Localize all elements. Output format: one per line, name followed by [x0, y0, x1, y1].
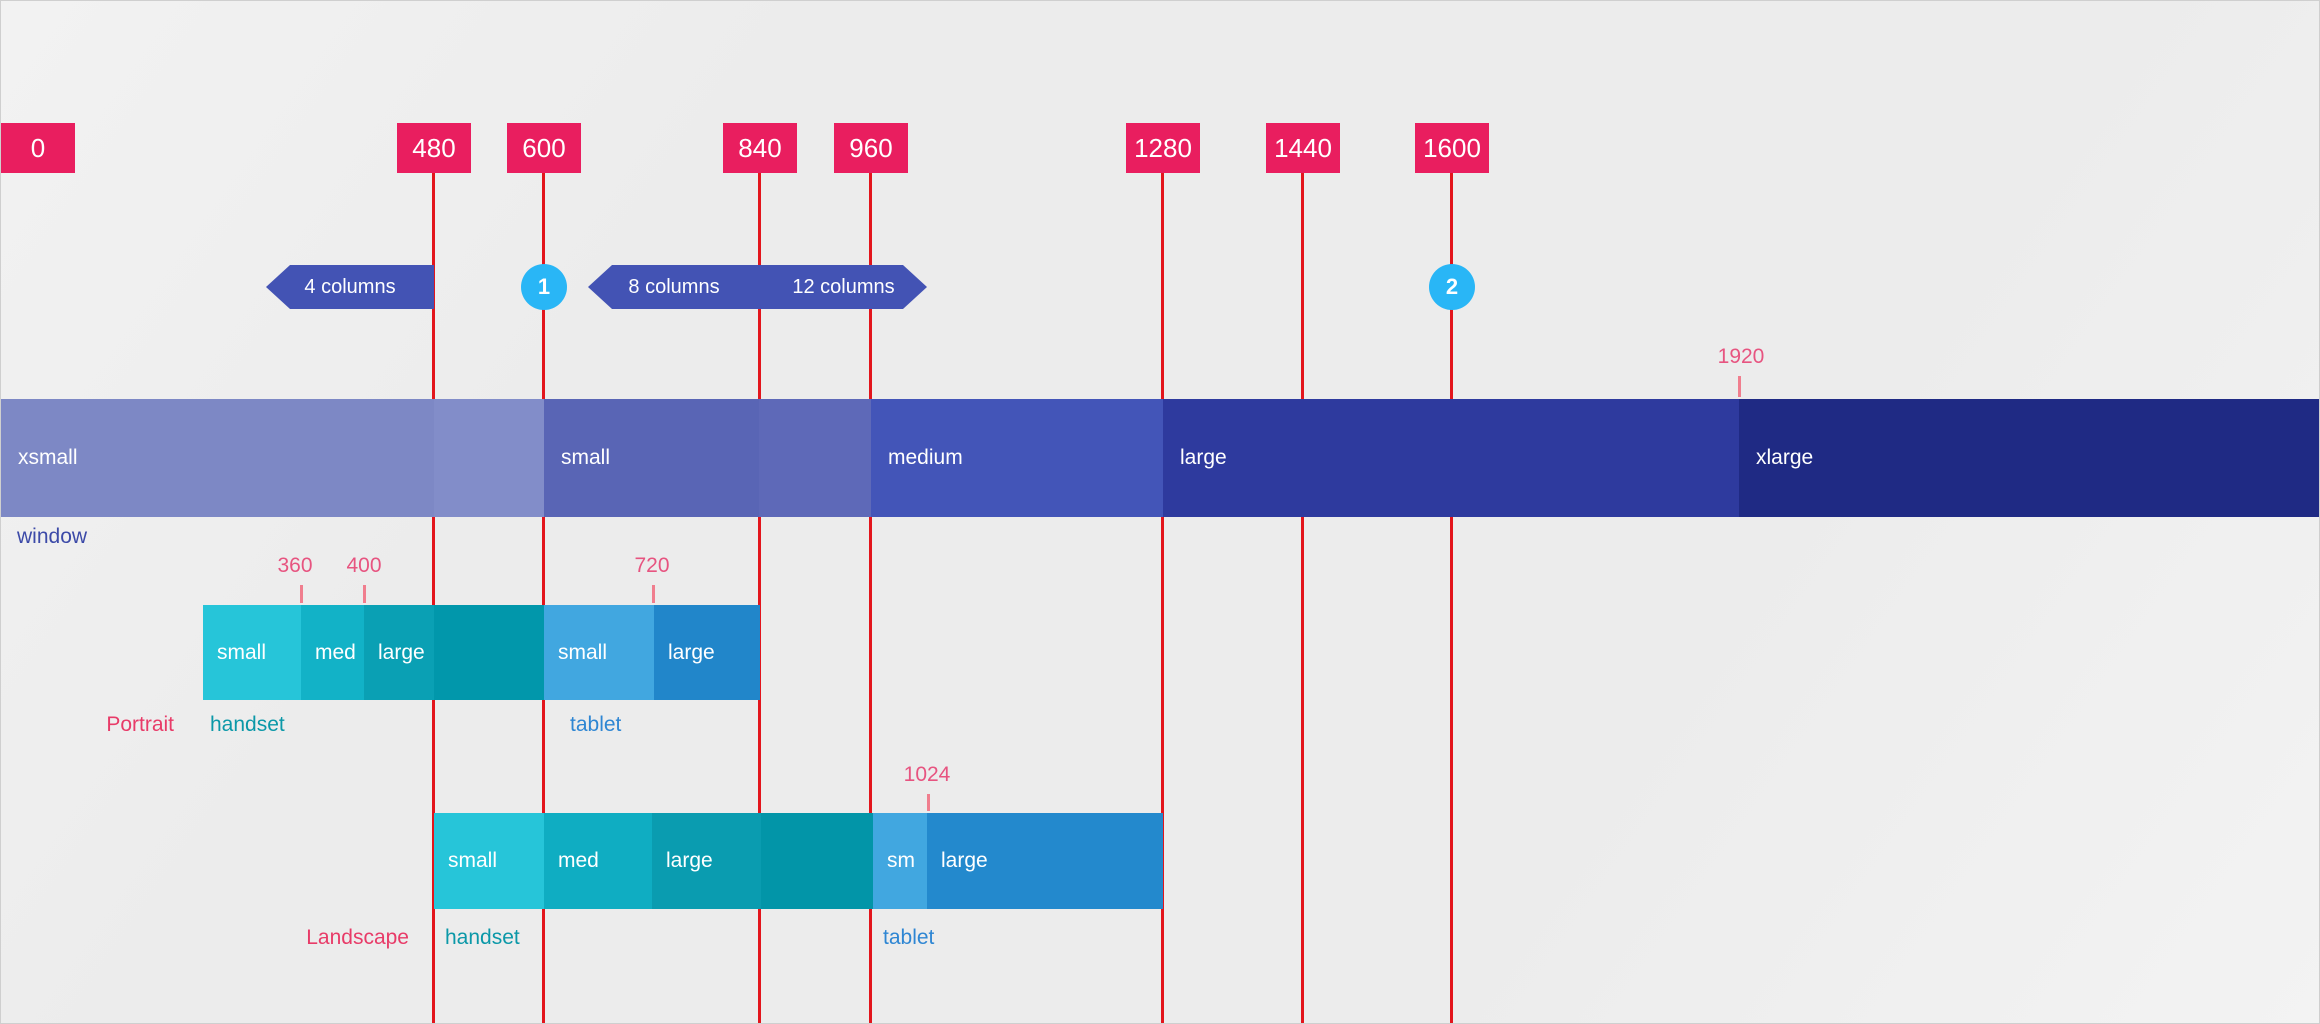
landscape-handset-large: large	[652, 813, 761, 909]
landscape-tablet-large: large	[927, 813, 1163, 909]
portrait-handset-small-label: small	[217, 640, 267, 664]
portrait-tablet-small: small	[544, 605, 654, 700]
band-small-overlap	[759, 399, 871, 517]
guide-line-840	[758, 171, 761, 1023]
landscape-row-label: Landscape	[306, 926, 409, 949]
chip-8-columns: 8 columns	[588, 265, 760, 309]
portrait-handset-med: med	[301, 605, 364, 700]
band-xsmall-label: xsmall	[18, 446, 78, 469]
tick-720	[652, 585, 655, 603]
breakpoint-flag-1600: 1600	[1415, 123, 1489, 173]
tick-label-360: 360	[277, 554, 313, 577]
breakpoint-flag-960: 960	[834, 123, 908, 173]
chip-4-columns: 4 columns	[266, 265, 434, 309]
portrait-tablet-caption: tablet	[570, 713, 622, 736]
band-medium: medium	[871, 399, 1163, 517]
portrait-tablet-large: large	[654, 605, 760, 700]
landscape-tablet-sm: sm	[873, 813, 927, 909]
band-xlarge-label: xlarge	[1756, 446, 1814, 469]
tick-label-400: 400	[346, 554, 382, 577]
portrait-tablet-large-label: large	[668, 640, 715, 664]
band-xsmall-overlap	[434, 399, 544, 517]
breakpoint-flag-840: 840	[723, 123, 797, 173]
step-circle-2: 2	[1429, 264, 1475, 310]
guide-line-1280	[1161, 171, 1164, 1023]
band-xlarge: xlarge	[1739, 399, 2319, 517]
breakpoint-flag-480: 480	[397, 123, 471, 173]
guide-line-480	[432, 171, 435, 1023]
guide-line-960	[869, 171, 872, 1023]
portrait-handset-large: large	[364, 605, 434, 700]
tick-400	[363, 585, 366, 603]
band-xsmall: xsmall	[1, 399, 434, 517]
band-large-label: large	[1180, 446, 1227, 469]
breakpoint-flag-1280: 1280	[1126, 123, 1200, 173]
landscape-tablet-large-label: large	[941, 849, 988, 872]
band-large: large	[1163, 399, 1739, 517]
landscape-tablet-caption: tablet	[883, 926, 935, 949]
portrait-handset-large-label: large	[378, 640, 425, 664]
tick-1024	[927, 794, 930, 811]
window-label: window	[17, 525, 88, 548]
tick-360	[300, 585, 303, 603]
tick-1920	[1738, 376, 1741, 397]
portrait-handset-overlap	[434, 605, 544, 700]
landscape-handset-caption: handset	[445, 926, 520, 949]
landscape-handset-small: small	[434, 813, 544, 909]
band-small-label: small	[561, 446, 611, 469]
landscape-handset-large-label: large	[666, 849, 713, 872]
portrait-handset-small: small	[203, 605, 301, 700]
breakpoint-flag-0: 0	[1, 123, 75, 173]
guide-line-1600	[1450, 171, 1453, 1023]
chip-12-columns: 12 columns	[760, 265, 927, 309]
step-circle-1: 1	[521, 264, 567, 310]
portrait-row-label: Portrait	[106, 713, 174, 736]
portrait-tablet-small-label: small	[558, 640, 608, 664]
tick-label-720: 720	[634, 554, 670, 577]
tick-label-1024: 1024	[903, 763, 951, 786]
band-medium-label: medium	[888, 446, 963, 469]
landscape-tablet-sm-label: sm	[887, 849, 915, 872]
tick-label-1920: 1920	[1717, 345, 1765, 368]
portrait-handset-caption: handset	[210, 713, 285, 736]
band-small: small	[544, 399, 759, 517]
landscape-handset-med: med	[544, 813, 652, 909]
landscape-handset-med-label: med	[558, 849, 599, 872]
breakpoint-flag-1440: 1440	[1266, 123, 1340, 173]
guide-line-1440	[1301, 171, 1304, 1023]
breakpoint-flag-600: 600	[507, 123, 581, 173]
guide-line-600	[542, 171, 545, 1023]
landscape-handset-overlap	[761, 813, 873, 909]
landscape-handset-small-label: small	[448, 849, 498, 872]
portrait-handset-med-label: med	[315, 640, 356, 664]
